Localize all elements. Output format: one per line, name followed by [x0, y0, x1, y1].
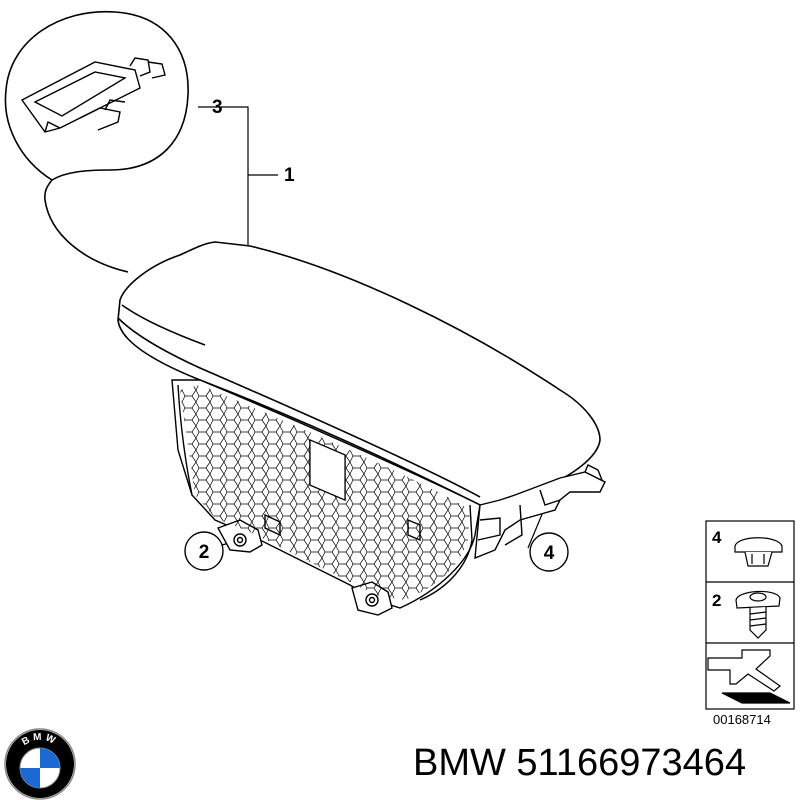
callout-2: 2: [199, 542, 210, 563]
svg-text:BMW: BMW: [20, 732, 59, 748]
direction-arrow-icon: [707, 649, 791, 704]
legend-label-top: 4: [712, 528, 722, 547]
screw-icon: [735, 590, 781, 639]
armrest-lid: [117, 241, 601, 506]
callout-4-circle: 4: [529, 532, 569, 572]
callout-2-circle: 2: [184, 531, 224, 571]
callout-3: 3: [212, 97, 223, 118]
legend-label-middle: 2: [712, 591, 721, 610]
detail-clip-part: [20, 57, 166, 133]
detail-bubble: [4, 10, 189, 273]
callout-1: 1: [284, 165, 295, 186]
bmw-logo: BMW: [4, 728, 76, 800]
callout-4: 4: [544, 543, 555, 564]
reference-number: 00168714: [713, 712, 771, 727]
logo-lettering: BMW: [20, 732, 56, 748]
expanding-rivet-icon: [734, 537, 783, 567]
part-caption: BMW 51166973464: [413, 742, 747, 784]
